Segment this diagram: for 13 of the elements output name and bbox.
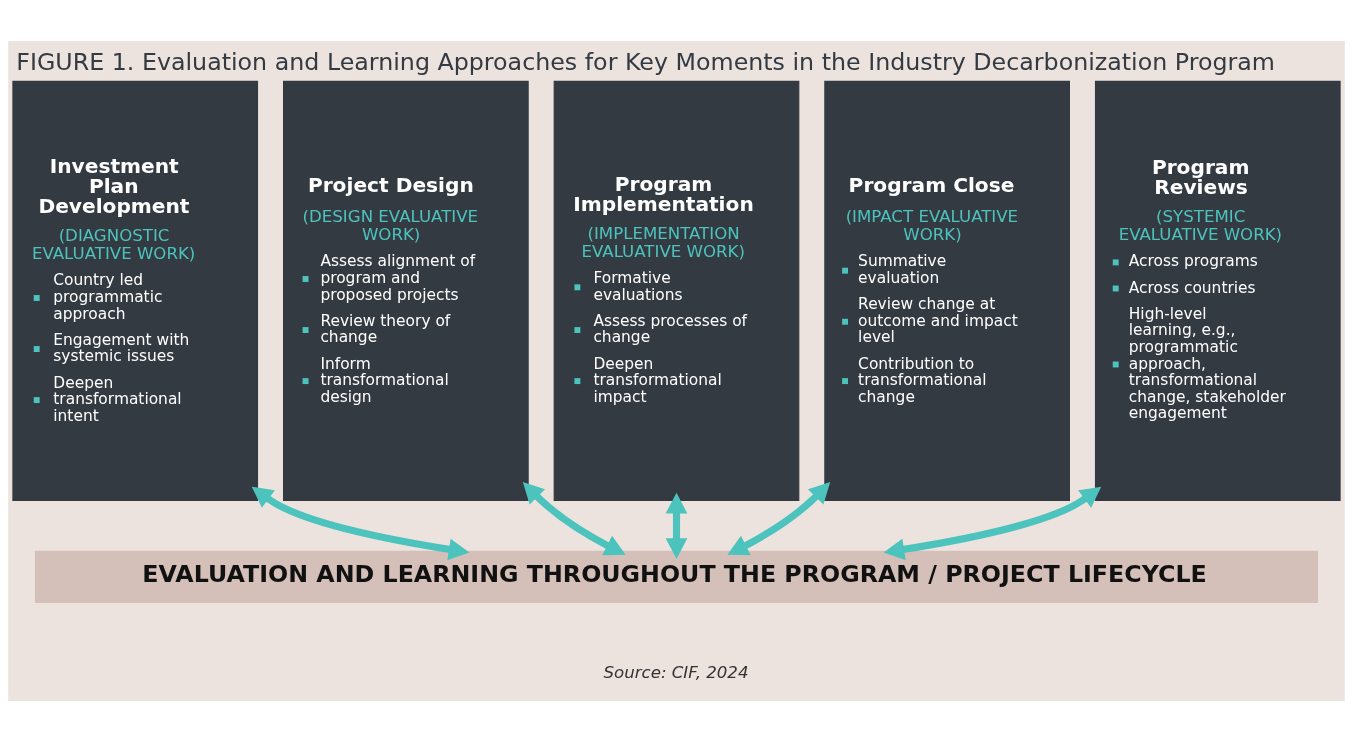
arrow <box>727 481 831 555</box>
arrow <box>522 481 626 555</box>
node-box: Program Reviews (SYSTEMIC EVALUATIVE WORK) Across programs Across countries High-level learning, e.g., programmatic approach, transformational change, stakeholder engagement <box>1094 80 1341 501</box>
node-box: Program Implementation (IMPLEMENTATION EVALUATIVE WORK) Formative evaluations Assess processes of change Deepen transformational impact <box>553 80 800 501</box>
arrow <box>251 486 470 560</box>
arrow <box>665 492 688 559</box>
arrow <box>883 486 1102 560</box>
caption: Source: CIF, 2024 <box>603 662 749 682</box>
node-box: EVALUATION AND LEARNING THROUGHOUT THE PROGRAM / PROJECT LIFECYCLE <box>34 550 1319 603</box>
node-box: Program Close (IMPACT EVALUATIVE WORK) Summative evaluation Review change at outcome and impact level Contribution to transformational change <box>824 80 1070 501</box>
node-box: Project Design (DESIGN EVALUATIVE WORK) Assess alignment of program and proposed projects Review theory of change Inform transformational design <box>283 80 529 501</box>
diagram-title: FIGURE 1. Evaluation and Learning Approaches for Key Moments in the Industry Decarbonization Program <box>16 46 1275 75</box>
node-box: Investment Plan Development (DIAGNOSTIC EVALUATIVE WORK) Country led programmatic approach Engagement with systemic issues Deepen transformational intent <box>12 80 259 501</box>
